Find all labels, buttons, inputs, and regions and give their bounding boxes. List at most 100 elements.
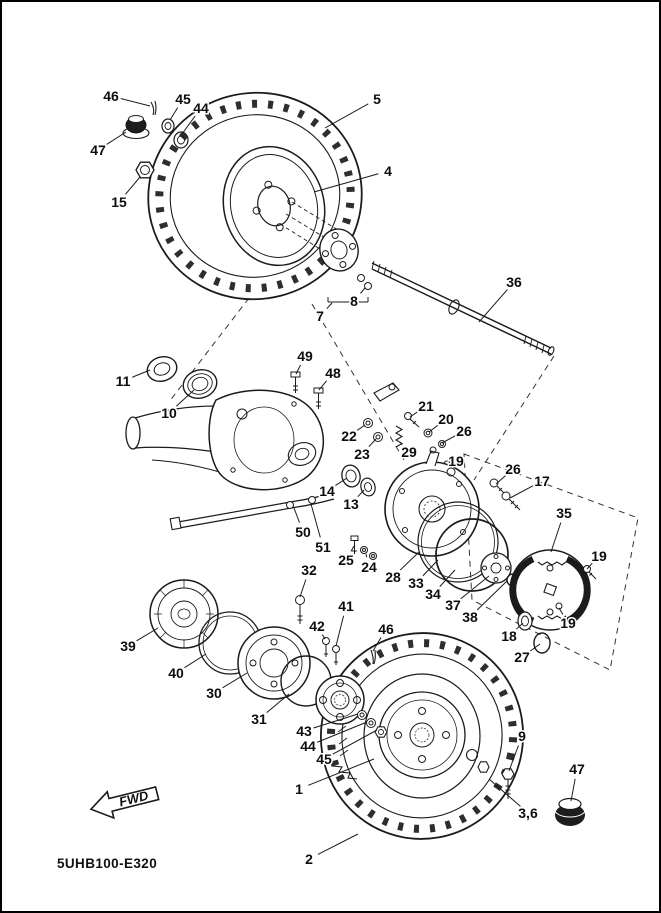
callout-leader xyxy=(509,485,534,499)
callout-leader xyxy=(399,441,403,445)
callout-leader xyxy=(428,424,439,433)
callout-47: 47 xyxy=(90,142,106,158)
callout-41: 41 xyxy=(338,598,354,614)
fwd-arrow-icon: FWD xyxy=(89,785,160,820)
callout-leader xyxy=(120,97,151,107)
front-wheel-tire xyxy=(147,91,363,301)
callout-26: 26 xyxy=(505,461,521,477)
callout-49: 49 xyxy=(297,348,313,364)
part-code: 5UHB100-E320 xyxy=(57,856,157,871)
fwd-label: FWD xyxy=(118,788,151,810)
callout-leader xyxy=(399,551,420,571)
callout-10: 10 xyxy=(161,405,177,421)
swingarm-final-drive xyxy=(125,389,325,491)
callout-leader xyxy=(184,653,207,669)
callout-leader xyxy=(529,643,541,652)
cap-body-icon xyxy=(555,804,585,826)
callout-28: 28 xyxy=(385,569,401,585)
callout-leader xyxy=(356,424,366,431)
callout-34: 34 xyxy=(425,586,441,602)
callout-35: 35 xyxy=(556,505,572,521)
callout-39: 39 xyxy=(120,638,136,654)
bolts-49-48 xyxy=(290,371,324,409)
callout-44: 44 xyxy=(193,100,209,116)
callout-18: 18 xyxy=(501,628,517,644)
callout-leader xyxy=(335,477,348,486)
callout-30: 30 xyxy=(206,685,222,701)
callout-leader xyxy=(586,563,593,570)
callout-leader xyxy=(317,833,359,855)
callout-26: 26 xyxy=(456,423,472,439)
callout-leader xyxy=(310,503,321,538)
drum-cover-parts xyxy=(149,579,332,707)
front-hub xyxy=(319,228,372,303)
callout-leader xyxy=(222,672,248,689)
callout-42: 42 xyxy=(309,618,325,634)
callout-9: 9 xyxy=(518,728,526,744)
seals-bearings xyxy=(146,355,218,400)
callout-leader xyxy=(409,411,419,418)
callout-leader xyxy=(439,569,456,587)
callout-leader xyxy=(368,438,377,448)
bolt-25-24 xyxy=(350,535,377,560)
callout-leader xyxy=(317,721,368,743)
callout-40: 40 xyxy=(168,665,184,681)
callout-leader xyxy=(365,553,368,558)
callout-leader xyxy=(106,131,127,146)
brake-backing-plate xyxy=(384,446,520,592)
callout-leader xyxy=(293,507,300,523)
callout-leader xyxy=(422,559,439,577)
callout-19: 19 xyxy=(448,453,464,469)
rubber-cap xyxy=(554,797,586,826)
callout-leader xyxy=(550,522,562,553)
callout-15: 15 xyxy=(111,194,127,210)
callout-leader xyxy=(318,380,328,391)
callout-leader xyxy=(558,607,564,615)
callout-leader xyxy=(488,778,521,807)
callout-leader xyxy=(350,545,355,552)
callout-38: 38 xyxy=(462,609,478,625)
callout-22: 22 xyxy=(341,428,357,444)
callout-leader xyxy=(326,302,333,309)
callout-7: 7 xyxy=(316,308,324,324)
callout-leader xyxy=(441,435,456,444)
callout-leader xyxy=(299,579,307,598)
callout-leader xyxy=(495,475,506,485)
spacer-washer xyxy=(341,464,376,497)
breather-hose xyxy=(169,492,335,531)
callout-17: 17 xyxy=(534,473,550,489)
callout-46: 46 xyxy=(378,621,394,637)
callout-45: 45 xyxy=(316,751,332,767)
callout-leader xyxy=(313,713,359,729)
bolt-9 xyxy=(501,768,515,799)
callout-leader xyxy=(295,364,301,375)
callout-leader xyxy=(570,778,576,802)
callout-19: 19 xyxy=(591,548,607,564)
callout-leader xyxy=(313,173,379,193)
callout-4: 4 xyxy=(384,163,392,179)
callout-leader xyxy=(169,107,179,121)
callout-47: 47 xyxy=(569,761,585,777)
callout-8: 8 xyxy=(350,293,358,309)
callout-2: 2 xyxy=(305,851,313,867)
callout-50: 50 xyxy=(295,524,311,540)
callout-23: 23 xyxy=(354,446,370,462)
callout-leader xyxy=(478,289,508,323)
callout-33: 33 xyxy=(408,575,424,591)
rear-hub xyxy=(315,637,388,738)
callout-44: 44 xyxy=(300,738,316,754)
bolts-26-17 xyxy=(489,478,521,511)
callout-11: 11 xyxy=(116,373,131,389)
callout-51: 51 xyxy=(315,539,331,555)
callout-leader xyxy=(460,575,490,600)
callout-leader xyxy=(181,115,196,135)
callout-leader xyxy=(515,622,524,630)
callout-43: 43 xyxy=(296,723,312,739)
construction-lines xyxy=(168,297,639,671)
callout-36: 36 xyxy=(506,274,522,290)
callout-46: 46 xyxy=(103,88,119,104)
callout-leader xyxy=(308,758,375,786)
callout-19: 19 xyxy=(560,615,576,631)
